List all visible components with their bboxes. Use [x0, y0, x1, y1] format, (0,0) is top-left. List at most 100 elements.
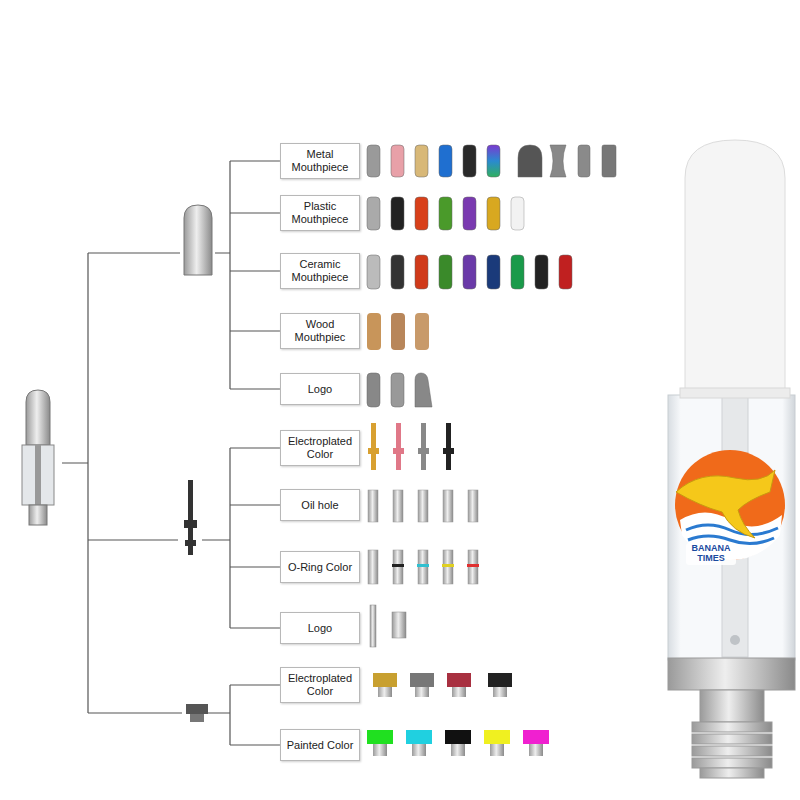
- metal-swatches: [578, 145, 590, 177]
- mouthpiece-icon: [184, 205, 212, 275]
- wood-swatches: [391, 313, 405, 350]
- o-ring-swatches: [392, 564, 404, 567]
- option-label: Plastic Mouthpiece: [284, 200, 356, 225]
- option-box: Ceramic Mouthpiece: [280, 253, 360, 289]
- ceramic-swatches: [439, 255, 452, 289]
- cartridge-illustration: [692, 722, 772, 778]
- logo-post-swatches: [392, 612, 406, 638]
- center-post-swatches: [421, 423, 426, 470]
- center-post-swatches: [396, 423, 401, 470]
- logo-mouthpiece-swatches: [391, 373, 404, 407]
- base-painted-swatches: [406, 730, 432, 744]
- ceramic-swatches: [415, 255, 428, 289]
- o-ring-swatches: [442, 564, 454, 567]
- center-post-icon: [184, 480, 197, 555]
- base-painted-swatches: [445, 730, 471, 744]
- cartridge-illustration: [692, 758, 772, 768]
- ceramic-swatches: [391, 255, 404, 289]
- base-icon: [190, 714, 204, 722]
- center-post-swatches: [418, 448, 429, 454]
- metal-swatches: [415, 145, 428, 177]
- metal-swatches: [518, 145, 542, 177]
- mouthpiece-icon: [184, 205, 212, 275]
- option-label: O-Ring Color: [288, 561, 352, 574]
- base-electroplated-swatches: [493, 687, 507, 697]
- base-painted-swatches: [367, 730, 393, 744]
- base-painted-swatches: [412, 744, 426, 756]
- center-post-swatches: [368, 448, 379, 454]
- ceramic-swatches: [535, 255, 548, 289]
- base-painted-swatches: [367, 730, 549, 756]
- plastic-swatches: [367, 197, 380, 230]
- base-electroplated-swatches: [373, 673, 397, 687]
- o-ring-swatches: [418, 550, 428, 584]
- base-electroplated-swatches: [373, 673, 512, 697]
- metal-swatches: [367, 145, 616, 177]
- option-box: Logo: [280, 612, 360, 644]
- tree-lines: [62, 253, 182, 713]
- logo-post-swatches: [370, 605, 406, 647]
- base-painted-swatches: [484, 730, 510, 744]
- base-electroplated-swatches: [447, 673, 471, 687]
- o-ring-swatches: [417, 564, 429, 567]
- option-box: Wood Mouthpiec: [280, 313, 360, 349]
- cartridge-illustration: [680, 388, 790, 398]
- o-ring-swatches: [368, 550, 378, 584]
- base-electroplated-swatches: [415, 687, 429, 697]
- tree-lines: [202, 448, 280, 628]
- base-electroplated-swatches: [410, 673, 434, 687]
- cartridge-illustration: [668, 140, 795, 778]
- plastic-swatches: [391, 197, 404, 230]
- cartridge-illustration: [668, 395, 795, 660]
- option-box: Logo: [280, 373, 360, 405]
- base-icon: [186, 704, 208, 714]
- base-painted-swatches: [529, 744, 543, 756]
- o-ring-swatches: [443, 550, 453, 584]
- oil-hole-swatches: [393, 490, 403, 522]
- metal-swatches: [487, 145, 500, 177]
- base-painted-swatches: [451, 744, 465, 756]
- cartridge-illustration: [730, 635, 740, 645]
- brand-logo: [686, 525, 778, 535]
- cartridge-illustration: [685, 140, 785, 395]
- center-post-icon: [184, 520, 197, 528]
- option-box: Electroplated Color: [280, 430, 360, 466]
- tree-lines: [208, 685, 280, 745]
- cartridge-illustration: [692, 746, 772, 756]
- base-icon: [186, 704, 208, 722]
- metal-swatches: [463, 145, 476, 177]
- plastic-swatches: [463, 197, 476, 230]
- logo-mouthpiece-swatches: [415, 373, 432, 407]
- option-label: Oil hole: [301, 499, 338, 512]
- cartridge-icon: [26, 390, 50, 445]
- ceramic-swatches: [559, 255, 572, 289]
- brand-text: BANANA TIMES: [686, 543, 736, 565]
- cartridge-icon: [22, 445, 54, 505]
- metal-swatches: [439, 145, 452, 177]
- base-painted-swatches: [373, 744, 387, 756]
- oil-hole-swatches: [468, 490, 478, 522]
- brand-logo: [676, 470, 775, 538]
- center-post-swatches: [443, 448, 454, 454]
- option-box: O-Ring Color: [280, 551, 360, 583]
- center-post-swatches: [393, 448, 404, 454]
- base-painted-swatches: [523, 730, 549, 744]
- oil-hole-swatches: [368, 490, 378, 522]
- option-label: Painted Color: [287, 739, 354, 752]
- center-post-icon: [185, 540, 196, 546]
- ceramic-swatches: [511, 255, 524, 289]
- base-electroplated-swatches: [378, 687, 392, 697]
- base-electroplated-swatches: [488, 673, 512, 687]
- o-ring-swatches: [467, 564, 479, 567]
- plastic-swatches: [415, 197, 428, 230]
- ceramic-swatches: [487, 255, 500, 289]
- option-box: Painted Color: [280, 729, 360, 761]
- option-label: Logo: [308, 622, 332, 635]
- plastic-swatches: [487, 197, 500, 230]
- cartridge-illustration: [692, 722, 772, 732]
- option-label: Electroplated Color: [284, 672, 356, 697]
- tree-lines: [62, 161, 280, 745]
- cartridge-illustration: [700, 768, 764, 778]
